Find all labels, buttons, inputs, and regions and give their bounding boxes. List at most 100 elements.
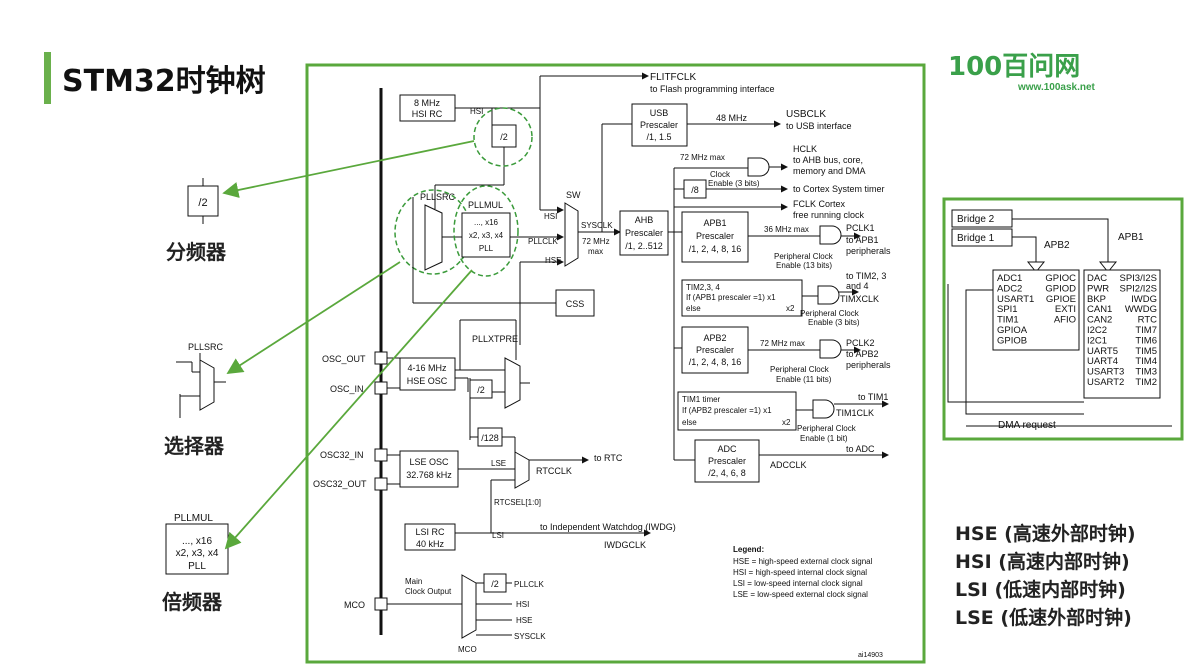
pllmul-line1: ..., x16 xyxy=(474,218,499,227)
pllmul-line2: x2, x3, x4 xyxy=(469,231,504,240)
tim1-gate xyxy=(812,399,835,419)
legend-lsi: LSI (低速内部时钟) xyxy=(955,579,1126,601)
bus-peripheral-item: UART5 xyxy=(1087,346,1118,357)
osc32-out-label: OSC32_OUT xyxy=(313,479,367,489)
sw-mux xyxy=(564,202,579,267)
apb2-bus-label: APB2 xyxy=(1044,240,1070,251)
tim1-line3: else xyxy=(682,418,697,427)
sysclk-label: SYSCLK xyxy=(581,221,613,230)
sw-label: SW xyxy=(566,190,581,200)
sw-hsi: HSI xyxy=(544,212,557,221)
bus-peripheral-item: BKP xyxy=(1087,294,1106,305)
osc-out-label: OSC_OUT xyxy=(322,354,366,364)
clock-enable-2: Enable (3 bits) xyxy=(708,179,760,188)
timx-gate xyxy=(817,285,840,305)
usb-prescaler-box xyxy=(631,103,688,147)
selector-label: 选择器 xyxy=(164,434,224,458)
bus-peripheral-item: I2C1 xyxy=(1087,335,1107,346)
divider-label: 分频器 xyxy=(166,240,226,264)
adc-line1: ADC xyxy=(717,444,737,454)
bus-peripheral-item: TIM4 xyxy=(1135,356,1157,367)
apb2-max: 72 MHz max xyxy=(760,339,805,348)
legend-lse: LSE (低速外部时钟) xyxy=(955,607,1132,629)
legend-hsi: HSI (高速内部时钟) xyxy=(955,551,1130,573)
lsi-rc-box xyxy=(404,523,456,551)
legend-hse: HSE (高速外部时钟) xyxy=(955,523,1136,545)
hse-osc-2: HSE OSC xyxy=(407,376,448,386)
apb1-right-list: SPI3/I2SSPI2/I2SIWDGWWDGRTCTIM7TIM6TIM5T… xyxy=(1120,273,1158,388)
to-tim234-2: and 4 xyxy=(846,281,869,291)
bus-peripheral-item: TIM5 xyxy=(1135,346,1157,357)
sys-max-1: 72 MHz xyxy=(582,237,610,246)
bus-peripheral-item: ADC1 xyxy=(997,273,1022,284)
hclk-gate xyxy=(747,157,770,177)
hclk-desc2: memory and DMA xyxy=(793,166,866,176)
tim1clk-label: TIM1CLK xyxy=(836,408,874,418)
legend-line-1: HSE = high-speed external clock signal xyxy=(733,557,873,566)
bus-peripheral-item: SPI3/I2S xyxy=(1120,273,1158,284)
lse-osc-2: 32.768 kHz xyxy=(406,470,452,480)
pce1-1: Peripheral Clock xyxy=(797,424,857,433)
mco-pin xyxy=(374,597,388,611)
pclk1-label: PCLK1 xyxy=(846,223,875,233)
hclk-desc1: to AHB bus, core, xyxy=(793,155,863,165)
timxclk-label: TIMXCLK xyxy=(840,294,879,304)
title-accent-bar xyxy=(44,52,51,104)
bus-peripheral-item: PWR xyxy=(1087,283,1109,294)
mco-mux xyxy=(461,574,477,639)
apb1-prescaler-box xyxy=(681,211,749,263)
to-rtc: to RTC xyxy=(594,453,623,463)
multiplier-example-line3: PLL xyxy=(188,561,206,572)
hclk-max: 72 MHz max xyxy=(680,153,725,162)
bus-peripheral-item: DAC xyxy=(1087,273,1107,284)
mco-src-1: Main xyxy=(405,577,422,586)
tim234-line1: TIM2,3, 4 xyxy=(686,283,720,292)
usb-freq: 48 MHz xyxy=(716,113,748,123)
legend-line-3: LSI = low-speed internal clock signal xyxy=(733,579,863,588)
pclk1-desc1: to APB1 xyxy=(846,235,879,245)
rtcsel-mux xyxy=(514,451,530,489)
usbclk-desc: to USB interface xyxy=(786,121,852,131)
pclk2-gate xyxy=(819,339,842,359)
multiplier-example-box xyxy=(165,523,229,575)
pllxtpre-label: PLLXTPRE xyxy=(472,334,518,344)
ahb-line3: /1, 2..512 xyxy=(625,241,663,251)
css-text: CSS xyxy=(566,299,585,309)
ahb-line1: AHB xyxy=(635,215,654,225)
osc32-in-pin xyxy=(374,448,388,462)
apb1-line2: Prescaler xyxy=(696,231,734,241)
mco-sysclk: SYSCLK xyxy=(514,632,546,641)
selector-example-text: PLLSRC xyxy=(188,342,224,352)
osc32-out-pin xyxy=(374,477,388,491)
hse-osc-box xyxy=(399,357,456,391)
lse-osc-1: LSE OSC xyxy=(409,457,449,467)
clock-legend-cn: HSE (高速外部时钟) HSI (高速内部时钟) LSI (低速内部时钟) L… xyxy=(955,520,1136,632)
iwdgclk-label: IWDGCLK xyxy=(604,540,646,550)
rtcclk-label: RTCCLK xyxy=(536,466,572,476)
bus-peripheral-item: EXTI xyxy=(1055,304,1076,315)
hsi-rc-line1: 8 MHz xyxy=(414,98,441,108)
bus-peripheral-item: SPI1 xyxy=(997,304,1018,315)
tim1-line1: TIM1 timer xyxy=(682,395,721,404)
bus-peripheral-item: GPIOA xyxy=(997,325,1028,336)
multiplier-example-line1: ..., x16 xyxy=(182,536,212,547)
hse-osc-1: 4-16 MHz xyxy=(407,363,447,373)
pllsrc-label: PLLSRC xyxy=(420,192,456,202)
divider-example-box xyxy=(187,185,219,217)
apb2-prescaler-box xyxy=(681,326,749,374)
dma-request-label: DMA request xyxy=(998,420,1056,431)
to-tim1: to TIM1 xyxy=(858,392,888,402)
hsi-line-label: HSI xyxy=(470,107,483,116)
bus-peripheral-item: TIM6 xyxy=(1135,335,1157,346)
lse-osc-box xyxy=(399,450,459,488)
clock-enable-1: Clock xyxy=(710,170,731,179)
divider-pointer-arrow xyxy=(222,140,475,198)
tim1-line2: If (APB2 prescaler =1) x1 xyxy=(682,406,772,415)
pclk2-desc2: peripherals xyxy=(846,360,891,370)
apb1-line1: APB1 xyxy=(703,218,726,228)
selector-pointer-arrow xyxy=(226,261,401,374)
adc-prescaler-box xyxy=(694,439,760,483)
legend-line-2: HSI = high-speed internal clock signal xyxy=(733,568,867,577)
lse-line-label: LSE xyxy=(491,459,506,468)
